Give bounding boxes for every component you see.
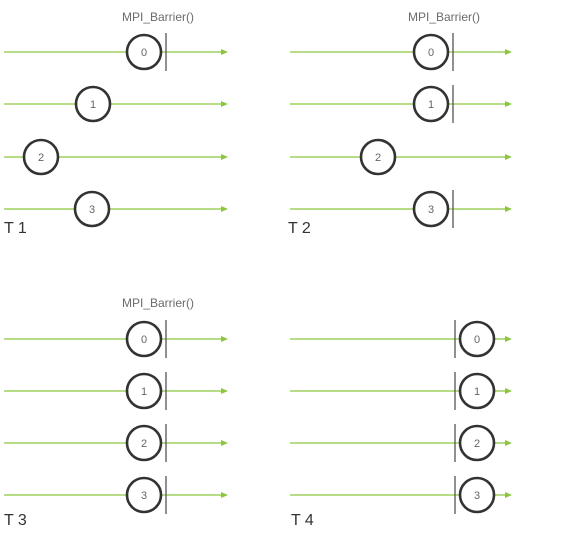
process-circle [125, 320, 163, 358]
process-circle [125, 424, 163, 462]
arrowhead-icon [221, 440, 228, 446]
process-rank: 0 [141, 334, 147, 346]
process-row-2: 2 [290, 424, 512, 462]
process-rank: 3 [428, 204, 434, 216]
process-row-3: 3 [4, 190, 228, 228]
arrowhead-icon [505, 336, 512, 342]
process-row-2: 2 [4, 138, 228, 176]
process-rank: 1 [90, 99, 96, 111]
process-rank: 1 [474, 386, 480, 398]
process-rank: 0 [474, 334, 480, 346]
arrowhead-icon [221, 154, 228, 160]
process-row-0: 0 [290, 33, 512, 71]
process-row-0: 0 [290, 320, 512, 358]
arrowhead-icon [221, 206, 228, 212]
process-circle [359, 138, 397, 176]
process-row-2: 2 [290, 138, 512, 176]
process-circle [125, 476, 163, 514]
process-row-1: 1 [290, 372, 512, 410]
process-rank: 1 [141, 386, 147, 398]
process-rank: 0 [141, 47, 147, 59]
process-rank: 3 [141, 490, 147, 502]
process-circle [412, 85, 450, 123]
process-circle [22, 138, 60, 176]
panel-3: MPI_Barrier() 0 1 2 3 T 3 [4, 296, 228, 529]
process-rank: 1 [428, 99, 434, 111]
arrowhead-icon [505, 49, 512, 55]
panel-1: MPI_Barrier() 0 1 2 3 T 1 [4, 10, 228, 237]
process-circle [125, 372, 163, 410]
arrowhead-icon [221, 492, 228, 498]
process-row-2: 2 [4, 424, 228, 462]
process-rank: 0 [428, 47, 434, 59]
process-circle [458, 476, 496, 514]
arrowhead-icon [221, 101, 228, 107]
arrowhead-icon [505, 154, 512, 160]
panel-2: MPI_Barrier() 0 1 2 3 T 2 [288, 10, 512, 237]
panel-label: T 2 [288, 220, 311, 237]
arrowhead-icon [505, 101, 512, 107]
process-row-1: 1 [4, 372, 228, 410]
process-row-3: 3 [4, 476, 228, 514]
process-row-1: 1 [290, 85, 512, 123]
arrowhead-icon [505, 206, 512, 212]
arrowhead-icon [505, 388, 512, 394]
barrier-label: MPI_Barrier() [408, 10, 480, 24]
process-rank: 2 [474, 438, 480, 450]
barrier-label: MPI_Barrier() [122, 296, 194, 310]
panel-4: 0 1 2 3 T 4 [290, 320, 512, 529]
process-rank: 2 [38, 152, 44, 164]
process-rank: 2 [375, 152, 381, 164]
panel-label: T 3 [4, 512, 27, 529]
process-circle [412, 190, 450, 228]
process-row-0: 0 [4, 320, 228, 358]
arrowhead-icon [505, 440, 512, 446]
process-row-1: 1 [4, 85, 228, 123]
process-circle [125, 33, 163, 71]
arrowhead-icon [221, 49, 228, 55]
process-rank: 2 [141, 438, 147, 450]
panel-label: T 4 [291, 512, 314, 529]
process-circle [412, 33, 450, 71]
process-circle [73, 190, 111, 228]
process-rank: 3 [474, 490, 480, 502]
process-row-3: 3 [290, 476, 512, 514]
process-circle [458, 320, 496, 358]
process-rank: 3 [89, 204, 95, 216]
arrowhead-icon [221, 336, 228, 342]
process-row-3: 3 [290, 190, 512, 228]
arrowhead-icon [505, 492, 512, 498]
arrowhead-icon [221, 388, 228, 394]
process-circle [458, 424, 496, 462]
barrier-label: MPI_Barrier() [122, 10, 194, 24]
process-circle [74, 85, 112, 123]
process-row-0: 0 [4, 33, 228, 71]
panel-label: T 1 [4, 220, 27, 237]
process-circle [458, 372, 496, 410]
